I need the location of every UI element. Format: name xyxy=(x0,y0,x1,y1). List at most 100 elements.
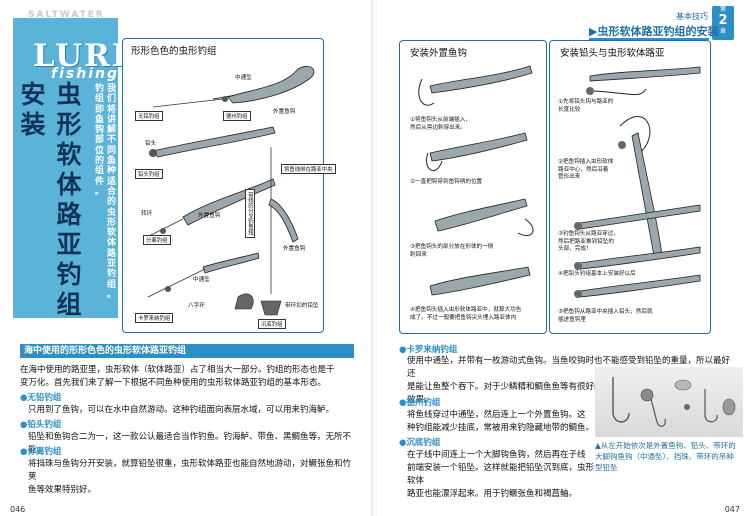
outer-hook-step-4: ④把鱼钩头插入虫形软体路亚中，就算大功告 成了。不过一般要把鱼钩尖头埋入路亚体内 xyxy=(410,307,521,322)
jighead-step-4: ④把铅头钓组基本上安装好以后 xyxy=(558,271,636,279)
label-outer-hook-3: 外置鱼钩 xyxy=(283,246,306,252)
fishing-logo: fishing xyxy=(51,66,119,82)
intro-char: 讲 xyxy=(106,114,116,125)
figure-jighead: 安装铅头与虫形软体路亚 ①先将铅头钩与路亚的 长度比较 ②把鱼钩插入虫形软体 路… xyxy=(549,40,711,334)
step-line: 路亚中心，然后沿着 xyxy=(558,166,609,173)
texas-text: 将鱼线穿过中通坠，然后连上一个外置鱼钩。这 种钓组能减少挂底，常被用来钓隐藏地带… xyxy=(407,409,595,435)
subheading-split: ●分离钓组 xyxy=(20,447,62,457)
label-swivel: 转环 xyxy=(141,211,153,217)
jighead-step-2: ②把鱼钩插入虫形软体 路亚中心，然后沿着 管形出来 xyxy=(558,159,613,182)
title-underline xyxy=(589,38,709,40)
label-wacky-rig: 卡罗来纳钓组 xyxy=(135,313,174,323)
label-no-weight-rig: 无铅钓组 xyxy=(135,111,163,121)
intro-char: 合 xyxy=(106,186,116,197)
paragraph-line: 将挡珠与鱼钩分开安装，就算铅坠很重，虫形软体路亚也能自然地游动，对鳜张鱼和竹荚 xyxy=(28,459,352,482)
title-char: 钓 xyxy=(56,260,82,289)
intro-char: 我 xyxy=(106,84,116,94)
step-line: ③把鱼钩头的部分放在形体的一侧 xyxy=(410,244,494,250)
intro-paragraph: 在海中使用的路亚里，虫形软体（软体路亚）占了相当大一部分。钓组的形态也是千 变万… xyxy=(20,364,360,390)
paragraph-line: 在海中使用的路亚里，虫形软体（软体路亚）占了相当大一部分。钓组的形态也是千 xyxy=(20,365,335,375)
intro-char: 钓 xyxy=(94,84,104,94)
intro-char: 钓 xyxy=(106,269,116,280)
section-heading: 海中使用的形形色色的虫形软体路亚钓组 xyxy=(20,344,354,358)
outer-hook-step-2: ②一直把钩穿到鱼钩柄的位置 xyxy=(410,179,482,187)
step-line: ①先将铅头钩与路亚的 xyxy=(558,99,614,105)
title-char: 虫 xyxy=(56,80,82,109)
intro-char: 组 xyxy=(94,94,104,105)
caption-line: ▲从左开始依次是外置鱼钩、铅头、带环的 xyxy=(595,441,736,450)
intro-char: 解 xyxy=(106,125,116,136)
title-char: 软 xyxy=(56,140,82,169)
paragraph-line: 前端安装一个铅坠。这样就能把铅坠沉到底，虫形软体 xyxy=(407,463,595,486)
label-hook-between: 将鱼线绑在路亚中央 xyxy=(281,164,336,174)
intro-char: 组 xyxy=(94,166,104,177)
intro-char: 件 xyxy=(94,176,104,187)
left-page: SALTWATER LURE fishing 安 装 虫 形 软 体 路 亚 钓… xyxy=(0,0,373,516)
intro-column-2: 我 们 将 讲 解 不 同 鱼 种 适 合 的 虫 形 软 体 路 亚 钓 组 … xyxy=(106,84,117,300)
intro-char: 。 xyxy=(106,289,116,300)
split-text: 将挡珠与鱼钩分开安装，就算铅坠很重，虫形软体路亚也能自然地游动，对鳜张鱼和竹荚 … xyxy=(28,458,358,497)
intro-char: 路 xyxy=(106,248,116,259)
step-line: ⑤把鱼钩从路亚中央插入铅头，然后就 xyxy=(558,309,653,315)
intro-char: 鱼 xyxy=(94,114,104,125)
subheading-texas: ●德州钓组 xyxy=(399,398,441,408)
intro-char: 们 xyxy=(106,94,116,105)
intro-char: 的 xyxy=(94,156,104,167)
outer-hook-step-3: ③把鱼钩头的部分放在形体的一侧 刺回来 xyxy=(410,244,493,259)
label-dropshot-weight: 带环扣的铅坠 xyxy=(285,303,319,309)
intro-char: 部 xyxy=(94,135,104,146)
step-line: 管形出来 xyxy=(558,174,581,180)
jighead-step-1: ①先将铅头钩与路亚的 长度比较 xyxy=(558,99,613,114)
paragraph-line: 使用中通坠，并带有一枚游动式鱼钩。当鱼咬钩时也不能感受到铅坠的重量，所以最好还 xyxy=(407,356,731,379)
jighead-step-5: ⑤把鱼钩从路亚中央插入铅头，然后就 插进鱼钩里 xyxy=(558,309,653,324)
page-number-left: 046 xyxy=(10,505,26,514)
outer-hook-step-1: ①将鱼钩头从前端插入， 然后从旁边刺穿出来。 xyxy=(410,117,471,132)
intro-char: 不 xyxy=(106,135,116,146)
rig-figure: 形形色色的虫形钓组 中通坠 无铅钓组 德州钓组 xyxy=(122,38,336,333)
intro-char: 虫 xyxy=(106,207,116,218)
label-jighead: 铅头 xyxy=(145,141,157,147)
paragraph-line: 路亚也能漂浮起来。用于钓鳜张鱼和褐菖鲉。 xyxy=(407,489,578,499)
label-middle-weight-2: 中通坠 xyxy=(193,277,210,283)
title-panel: LURE fishing 安 装 虫 形 软 体 路 亚 钓 组 xyxy=(13,18,136,319)
title-char: 形 xyxy=(56,110,82,139)
chapter-bottom: 章 xyxy=(719,28,726,35)
step-line: 长度比较 xyxy=(558,106,581,113)
intro-char: 将 xyxy=(106,104,116,115)
step-line: ②把鱼钩插入虫形软体 xyxy=(558,159,614,165)
intro-char: 即 xyxy=(94,104,104,115)
paragraph-line: 鱼等效果特别好。 xyxy=(28,485,97,495)
page-title: ▶虫形软体路亚钓组的安装 xyxy=(589,25,719,38)
chapter-top: 第 xyxy=(719,6,726,13)
intro-char: 位 xyxy=(94,145,104,156)
photo-caption: ▲从左开始依次是外置鱼钩、铅头、带环的 大脚钩鱼钩（中通坠）、挡珠、带环的吊种 … xyxy=(595,440,743,473)
figure-title: 形形色色的虫形钓组 xyxy=(131,46,217,57)
chapter-badge: 第 2 章 xyxy=(712,6,734,40)
label-dropshot-rig: 沉底钓组 xyxy=(258,319,286,329)
no-weight-text: 只用到了鱼钩，可以在水中自然游动。这种钓组面向表层水域，可以用来钓海鲈。 xyxy=(28,405,335,415)
intro-char: 形 xyxy=(106,217,116,228)
step-line: ④把铅头钓组基本上安装好以后 xyxy=(558,271,636,277)
jighead-text: 铅坠和鱼钩合二为一，这一款公认最适合当作钓鱼。钓海鲈、带鱼、黑鲷鱼等，无所不能。 xyxy=(28,432,352,455)
step-line: ③钓鱼钩头从路亚穿过， xyxy=(558,231,619,237)
title-char: 体 xyxy=(56,170,82,199)
dropshot-text: 在子线中间连上一个大脚钩鱼钩，然后再在子线 前端安装一个铅坠。这样就能把铅坠沉到… xyxy=(407,449,595,501)
subheading-no-weight: ●无铅钓组 xyxy=(20,393,62,403)
label-middle-weight: 中通坠 xyxy=(235,75,252,81)
title-char: 安 xyxy=(20,80,46,109)
paragraph-line: 是能让鱼整个吞下。对于少鳞精和鲷鱼鱼等有很好的 xyxy=(407,382,603,392)
label-bead: 八字环 xyxy=(188,303,205,309)
tackle-photo xyxy=(595,367,743,437)
figure-outer-hook: 安装外置鱼钩 ①将鱼钩头从前端插入， 然后从旁边刺穿出来。 ②一直把钩穿到鱼钩柄… xyxy=(399,40,547,334)
paragraph-line: 效果。 xyxy=(407,395,433,405)
intro-char: 体 xyxy=(106,238,116,249)
title-char: 亚 xyxy=(56,230,82,259)
subheading-jighead: ●铅头钓组 xyxy=(20,420,62,430)
intro-char: 组 xyxy=(106,279,116,290)
intro-char: 同 xyxy=(106,145,116,156)
paragraph-line: 将鱼线穿过中通坠，然后连上一个外置鱼钩。这 xyxy=(407,410,586,420)
jighead-step-3: ③钓鱼钩头从路亚穿过， 然后把路亚推到铅坠的 头部，完成！ xyxy=(558,231,619,254)
title-char: 组 xyxy=(56,290,82,319)
header-basic-technique: 基本技巧 xyxy=(676,12,708,21)
step-line: 头部，完成！ xyxy=(558,246,592,252)
